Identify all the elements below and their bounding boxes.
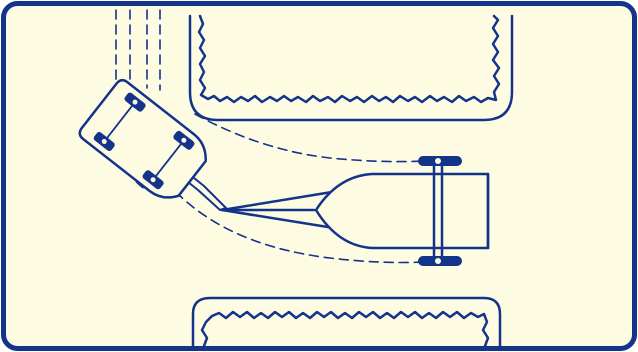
tow-vehicle-top-view <box>78 79 207 199</box>
upper-bed-hedge-outline <box>197 14 501 104</box>
trailer-hub-top <box>435 158 441 164</box>
vehicle-hub-fl <box>181 137 187 143</box>
track-outer-curve <box>175 191 426 264</box>
vehicle-rear-axle <box>105 103 134 140</box>
vehicle-hub-rl <box>132 99 138 105</box>
upper-bed-outer-curb <box>188 14 514 122</box>
track-inner-curve <box>194 113 426 163</box>
lower-bed-hedge-outline <box>200 310 490 348</box>
vehicle-hub-rr <box>101 139 107 145</box>
lower-bed-outer-curb <box>191 296 502 348</box>
boat-hull-outline <box>314 172 490 250</box>
trailer-tongue-lower <box>220 208 336 230</box>
lower-planter-bed <box>191 296 502 348</box>
vehicle-hub-fr <box>150 177 156 183</box>
trailer-hub-bottom <box>435 258 441 264</box>
boat-trailer-top-view <box>220 156 490 266</box>
trailer-tongue-upper <box>220 190 334 212</box>
vehicle-front-axle <box>154 142 183 178</box>
vehicle-body <box>78 79 207 199</box>
upper-planter-bed <box>188 14 514 122</box>
